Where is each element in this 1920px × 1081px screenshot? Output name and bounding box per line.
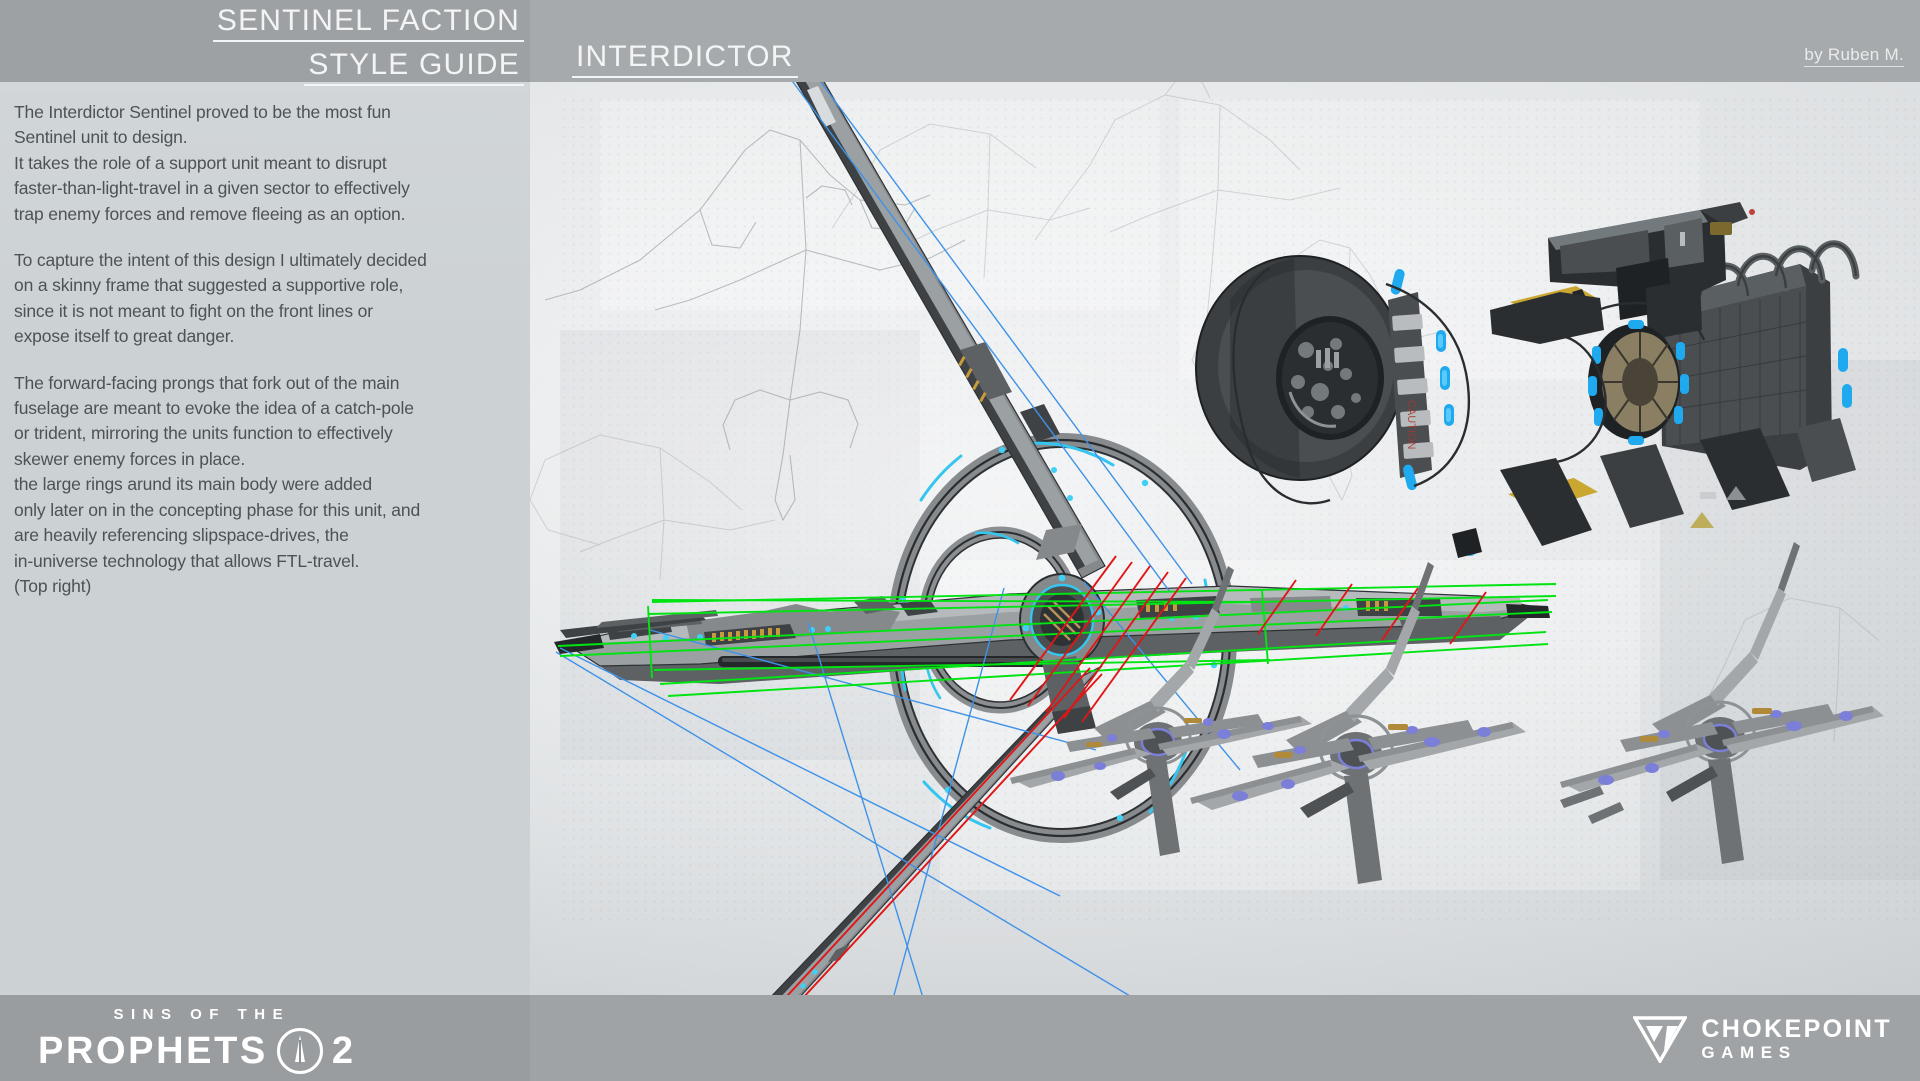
sins-of-the-prophets-logo: SINS OF THE PROPHETS 2	[38, 1005, 356, 1074]
studio-name: CHOKEPOINT GAMES	[1701, 1014, 1892, 1063]
paragraph-1: The Interdictor Sentinel proved to be th…	[14, 102, 410, 224]
header-band: SENTINEL FACTION STYLE GUIDE INTERDICTOR…	[0, 0, 1920, 86]
author-credit: by Ruben M.	[1804, 45, 1904, 67]
prophets-emblem-icon	[276, 1028, 323, 1074]
description-panel: The Interdictor Sentinel proved to be th…	[0, 82, 530, 995]
chokepoint-games-logo: CHOKEPOINT GAMES	[1632, 1014, 1892, 1065]
paragraph-2: To capture the intent of this design I u…	[14, 250, 427, 347]
game-title: PROPHETS	[38, 1030, 268, 1072]
chevron-triangle-icon	[1632, 1015, 1689, 1065]
title-line-2: STYLE GUIDE	[304, 48, 524, 86]
description-text: The Interdictor Sentinel proved to be th…	[0, 82, 530, 599]
game-title-row: PROPHETS 2	[38, 1028, 356, 1074]
studio-line-2: GAMES	[1701, 1042, 1797, 1062]
subject-title: INTERDICTOR	[572, 40, 798, 78]
game-number: 2	[331, 1030, 356, 1072]
footer-band: SINS OF THE PROPHETS 2 CHOKEPOINT GAMES	[0, 995, 1920, 1081]
game-subtitle: SINS OF THE	[113, 1006, 291, 1023]
studio-line-1: CHOKEPOINT	[1701, 1014, 1892, 1043]
beauty-render-1	[1010, 566, 1312, 856]
paragraph-3: The forward-facing prongs that fork out …	[14, 372, 421, 596]
style-guide-title: SENTINEL FACTION STYLE GUIDE	[0, 0, 530, 86]
title-line-1: SENTINEL FACTION	[212, 4, 524, 42]
